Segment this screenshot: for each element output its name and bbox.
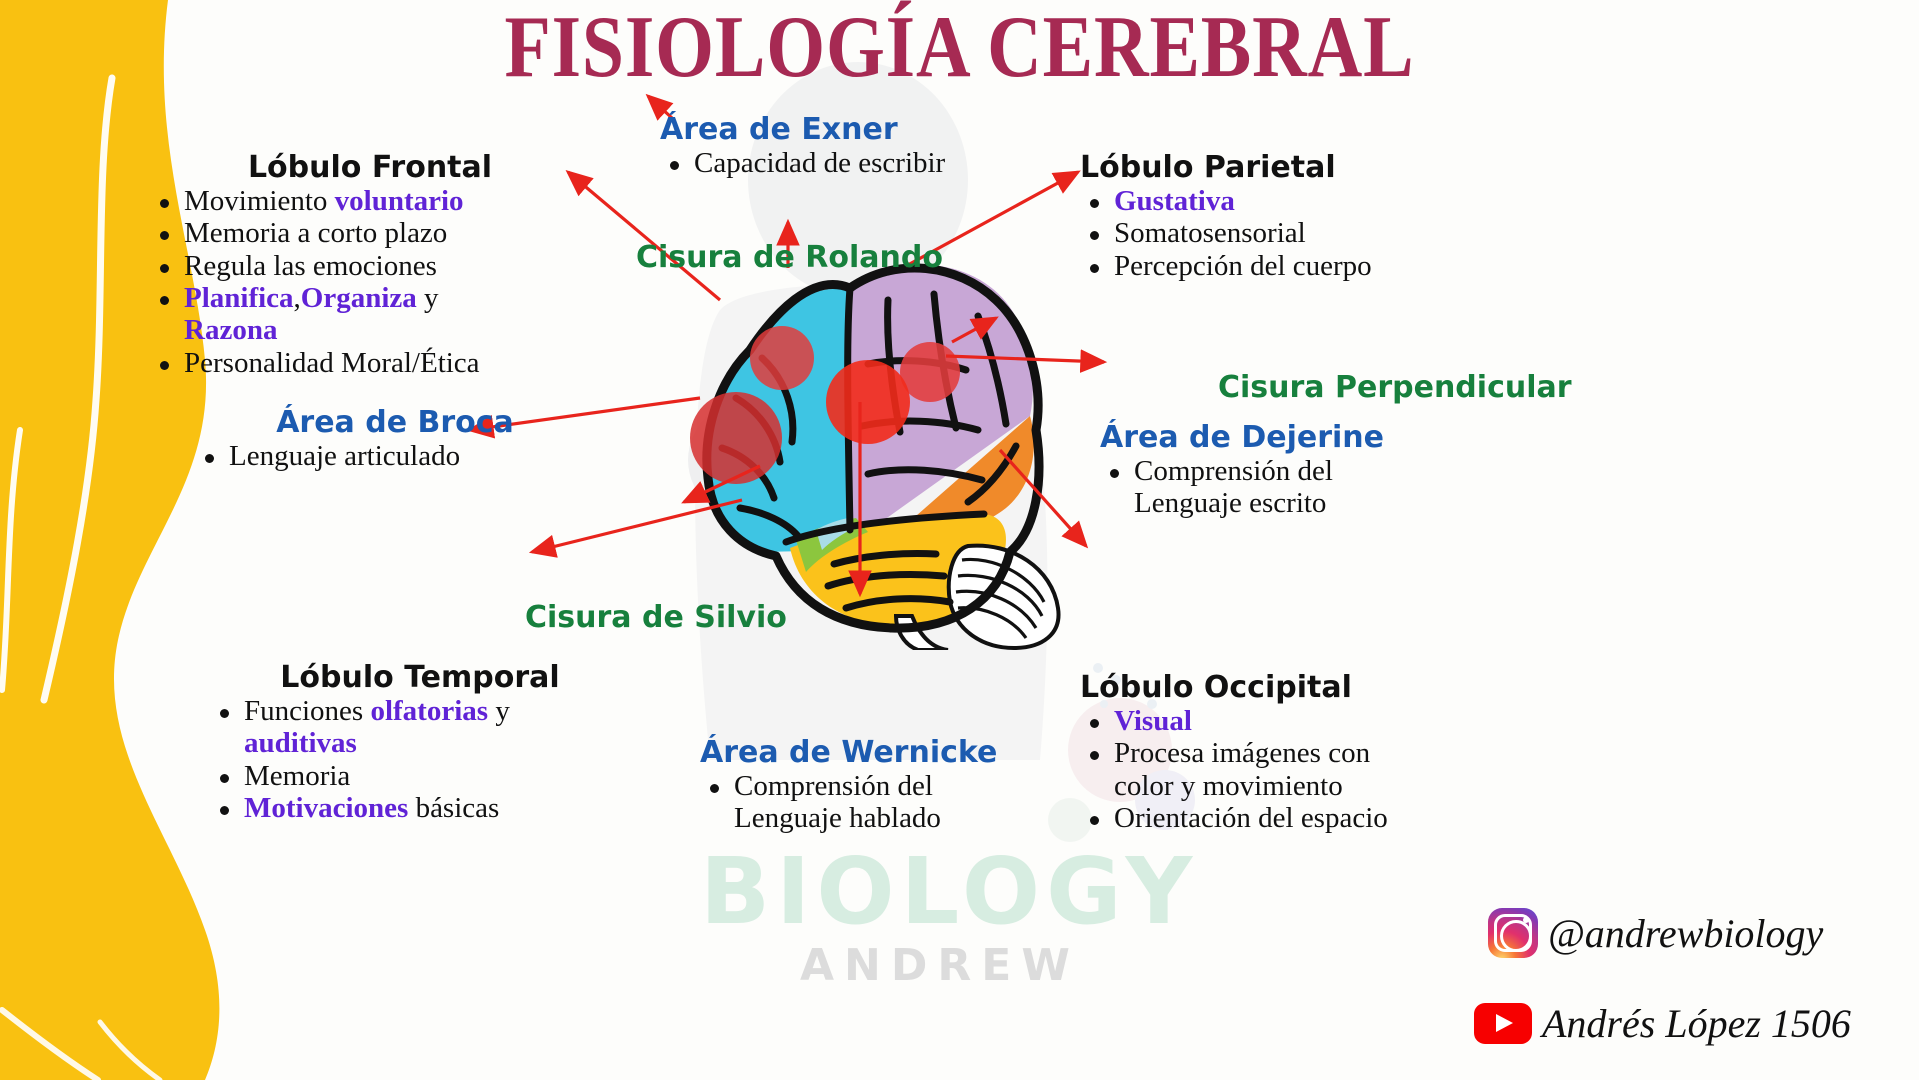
list-item: Gustativa (1080, 185, 1550, 217)
item-text: Regula las emociones (184, 249, 437, 282)
item-text: Orientación del espacio (1114, 801, 1388, 834)
list-item: Movimiento voluntario (150, 185, 590, 217)
highlighted-term: Gustativa (1114, 185, 1235, 217)
spot-perpendicular (900, 342, 960, 402)
list-item: Lenguaje escrito (1100, 488, 1520, 519)
list-item: Regula las emociones (150, 249, 590, 282)
list-item: Personalidad Moral/Ética (150, 346, 590, 379)
label-cisura-de-rolando: Cisura de Rolando (636, 240, 943, 275)
item-text: Personalidad Moral/Ética (184, 346, 480, 379)
item-text: Comprensión del (1134, 455, 1333, 487)
list-item: Visual (1080, 705, 1550, 737)
heading-lobulo-occipital: Lóbulo Occipital (1080, 670, 1352, 705)
heading-area-de-dejerine: Área de Dejerine (1100, 420, 1384, 455)
highlighted-term: olfatorias (370, 695, 489, 727)
list-item: Comprensión del (700, 770, 1100, 802)
heading-area-de-broca: Área de Broca (276, 405, 514, 440)
list-item: Somatosensorial (1080, 218, 1550, 249)
list-item: Comprensión del (1100, 455, 1520, 487)
list-item: Percepción del cuerpo (1080, 249, 1550, 282)
highlighted-term: Planifica (184, 281, 294, 314)
highlighted-term: Organiza (300, 281, 417, 314)
list-item: Capacidad de escribir (660, 147, 1110, 179)
page-title: FISIOLOGÍA CEREBRAL (504, 0, 1415, 96)
heading-lobulo-temporal: Lóbulo Temporal (280, 660, 560, 695)
item-text: Somatosensorial (1114, 217, 1306, 250)
item-text: Percepción del cuerpo (1114, 249, 1372, 282)
list-item: Lenguaje hablado (700, 803, 1100, 834)
instagram-handle[interactable]: @andrewbiology (1488, 908, 1823, 958)
highlighted-term: Razona (184, 314, 278, 347)
item-text: , (293, 281, 301, 314)
heading-lobulo-frontal: Lóbulo Frontal (247, 150, 493, 185)
instagram-icon[interactable] (1488, 908, 1538, 958)
instagram-handle-label: @andrewbiology (1548, 910, 1824, 956)
list-item: Lenguaje articulado (195, 440, 595, 472)
item-text: Funciones (244, 695, 371, 727)
highlighted-term: Visual (1114, 705, 1192, 737)
list-exner: Capacidad de escribir (660, 147, 1110, 179)
label-cisura-de-silvio: Cisura de Silvio (525, 600, 787, 635)
spot-wernicke (826, 360, 910, 444)
item-text: Memoria (244, 759, 351, 792)
list-broca: Lenguaje articulado (195, 440, 595, 472)
item-text: Lenguaje escrito (1134, 487, 1327, 520)
item-text: Comprensión del (734, 770, 933, 802)
list-item: Funciones olfatorias y (210, 695, 630, 727)
brain-illustration (690, 263, 1061, 650)
list-item: Planifica,Organiza y (150, 281, 590, 314)
heading-area-de-wernicke: Área de Wernicke (700, 735, 998, 770)
item-text: Memoria a corto plazo (184, 217, 448, 250)
list-item: Procesa imágenes con (1080, 738, 1550, 769)
spot-broca (690, 392, 782, 484)
list-item: Orientación del espacio (1080, 801, 1550, 834)
list-item: Motivaciones básicas (210, 791, 630, 824)
item-text: Lenguaje hablado (734, 802, 941, 835)
item-text: básicas (408, 791, 500, 824)
highlighted-term: Motivaciones (244, 791, 409, 824)
item-text: Movimiento (184, 185, 335, 217)
list-item: Memoria (210, 759, 630, 792)
item-text: Lenguaje articulado (229, 440, 461, 472)
item-text: Capacidad de escribir (694, 147, 946, 179)
item-text: y (416, 281, 439, 314)
spot-exner (750, 326, 814, 390)
brush-stroke-decorations (0, 74, 163, 1080)
item-text: color y movimiento (1114, 769, 1343, 802)
list-item: Memoria a corto plazo (150, 218, 590, 249)
watermark-andrew: ANDREW (800, 940, 1080, 991)
highlighted-term: voluntario (334, 185, 464, 217)
youtube-icon[interactable] (1474, 1003, 1532, 1044)
list-item: color y movimiento (1080, 769, 1550, 802)
label-cisura-perpendicular: Cisura Perpendicular (1218, 370, 1572, 405)
youtube-handle[interactable]: Andrés López 1506 (1474, 1000, 1851, 1047)
list-item: Razona (150, 315, 590, 346)
heading-area-de-exner: Área de Exner (660, 112, 898, 147)
list-item: auditivas (210, 728, 630, 759)
heading-lobulo-parietal: Lóbulo Parietal (1080, 150, 1336, 185)
block-broca: Área de Broca Lenguaje articulado (195, 405, 595, 473)
item-text: y (488, 695, 510, 727)
block-exner: Área de Exner Capacidad de escribir (660, 112, 1110, 180)
item-text: Procesa imágenes con (1114, 737, 1371, 770)
youtube-handle-label: Andrés López 1506 (1542, 1001, 1851, 1046)
highlighted-term: auditivas (244, 727, 357, 760)
watermark-biology: BIOLOGY (700, 838, 1199, 945)
